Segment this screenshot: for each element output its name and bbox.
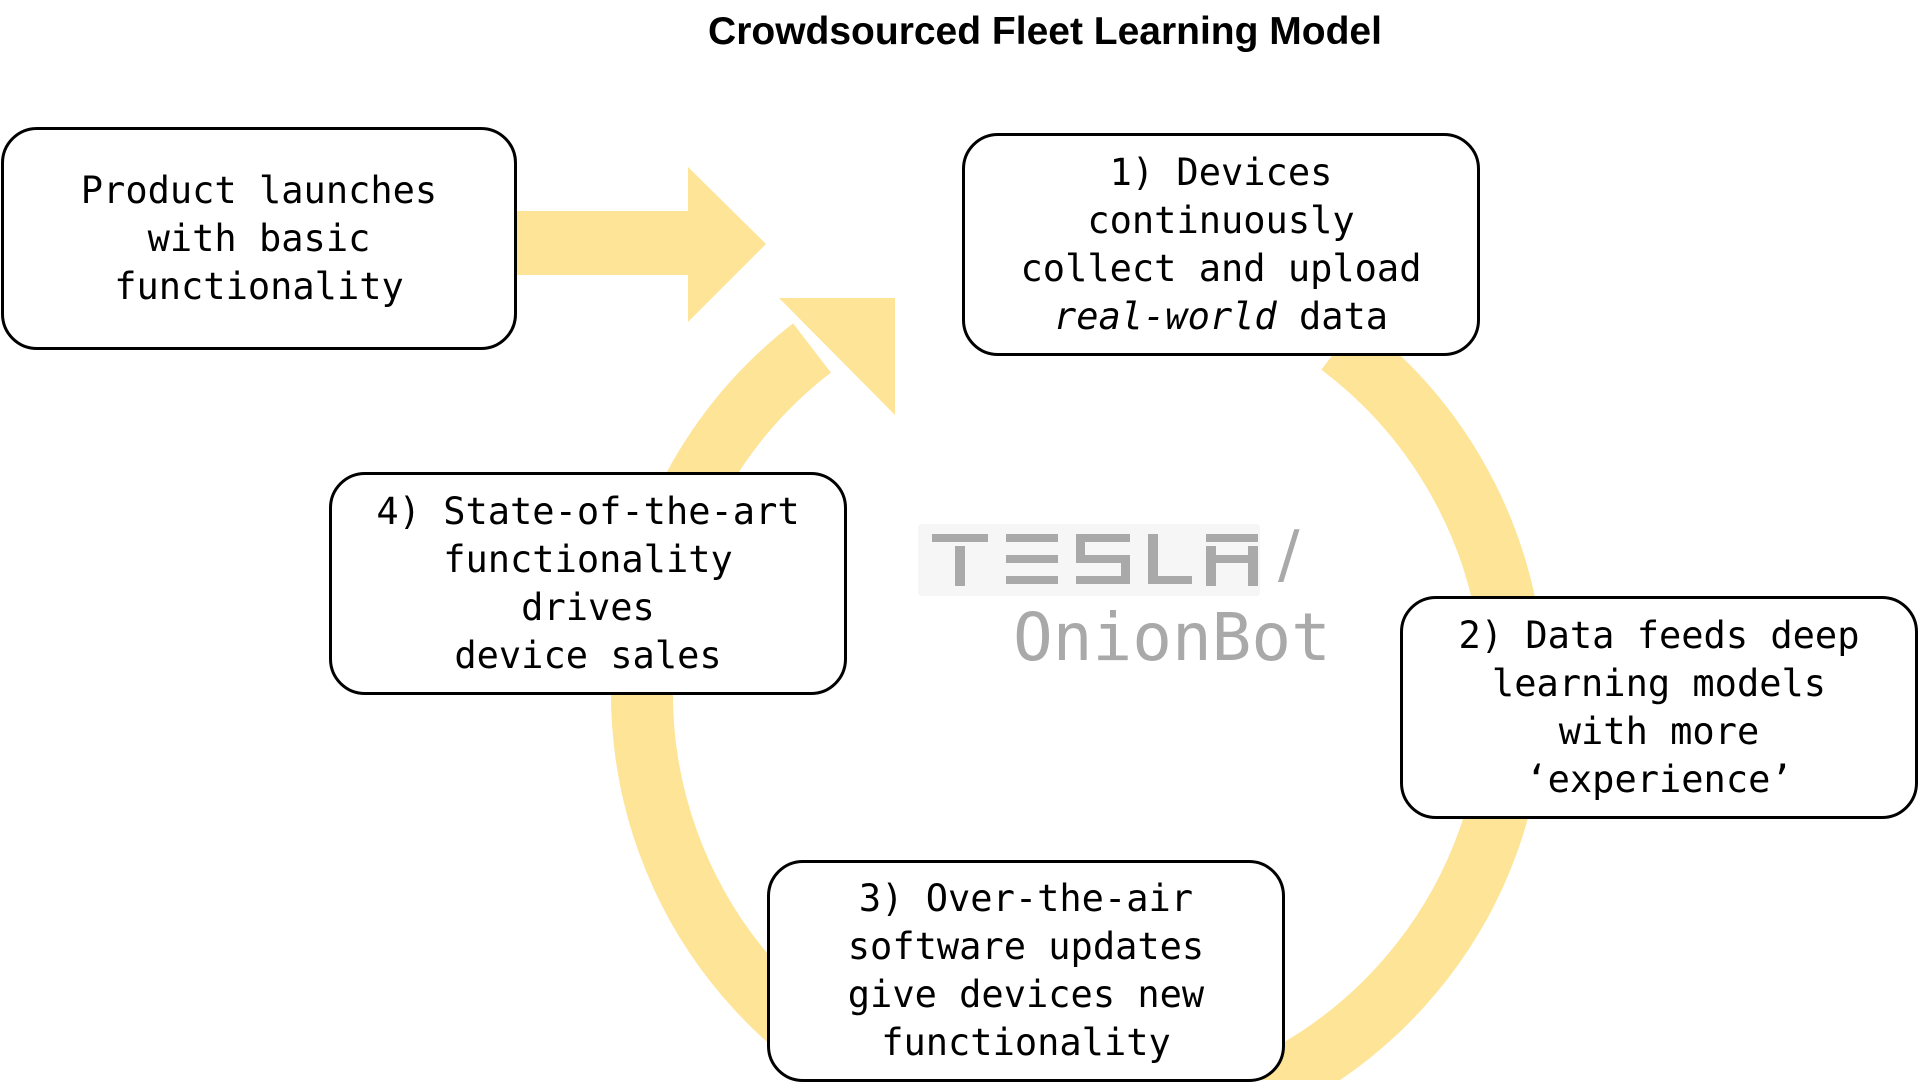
step-3-text: 3) Over-the-air software updates give de… (848, 875, 1204, 1067)
launch-text: Product launches with basic functionalit… (81, 167, 437, 311)
step-1-line-rest: data (1276, 294, 1389, 338)
step-4-line: drives (521, 585, 655, 629)
launch-line: with basic (147, 216, 371, 260)
step-3-line: give devices new (847, 973, 1205, 1016)
step-1-line: real-world data (1021, 293, 1422, 341)
step-1-line: 1) Devices (1109, 150, 1333, 194)
entry-arrow-head (688, 167, 766, 322)
launch-line: Product launches (80, 168, 438, 212)
step-2-line: 2) Data feeds deep (1458, 613, 1860, 657)
step-3-line: 3) Over-the-air (858, 877, 1194, 920)
step-3-box: 3) Over-the-air software updates give de… (767, 860, 1285, 1082)
step-3-line: functionality (881, 1021, 1171, 1064)
watermark-name: OnionBot (1013, 599, 1331, 676)
tesla-wordmark-logo (932, 534, 1258, 586)
step-1-line: collect and upload (1020, 246, 1422, 290)
launch-line: functionality (114, 264, 404, 308)
step-1-line: continuously (1087, 198, 1355, 242)
step-2-line: learning models (1491, 661, 1827, 705)
entry-arrow-shaft (512, 211, 688, 275)
cycle-arrowhead (779, 298, 895, 415)
step-2-line: with more (1558, 709, 1760, 753)
step-2-line: ‘experience’ (1525, 757, 1793, 801)
step-4-box: 4) State-of-the-art functionality drives… (329, 472, 847, 695)
step-4-text: 4) State-of-the-art functionality drives… (376, 488, 799, 680)
step-2-text: 2) Data feeds deep learning models with … (1459, 612, 1860, 804)
step-1-text: 1) Devices continuously collect and uplo… (1021, 149, 1422, 341)
step-1-box: 1) Devices continuously collect and uplo… (962, 133, 1480, 356)
watermark-separator: / (1278, 518, 1300, 592)
launch-box: Product launches with basic functionalit… (1, 127, 517, 350)
step-3-line: software updates (847, 925, 1205, 968)
step-4-line: device sales (454, 633, 722, 677)
step-4-line: 4) State-of-the-art (376, 489, 800, 533)
step-1-italic-term: real-world (1053, 294, 1277, 338)
step-4-line: functionality (443, 537, 733, 581)
diagram-title: Crowdsourced Fleet Learning Model (708, 10, 1382, 53)
step-2-box: 2) Data feeds deep learning models with … (1400, 596, 1918, 819)
